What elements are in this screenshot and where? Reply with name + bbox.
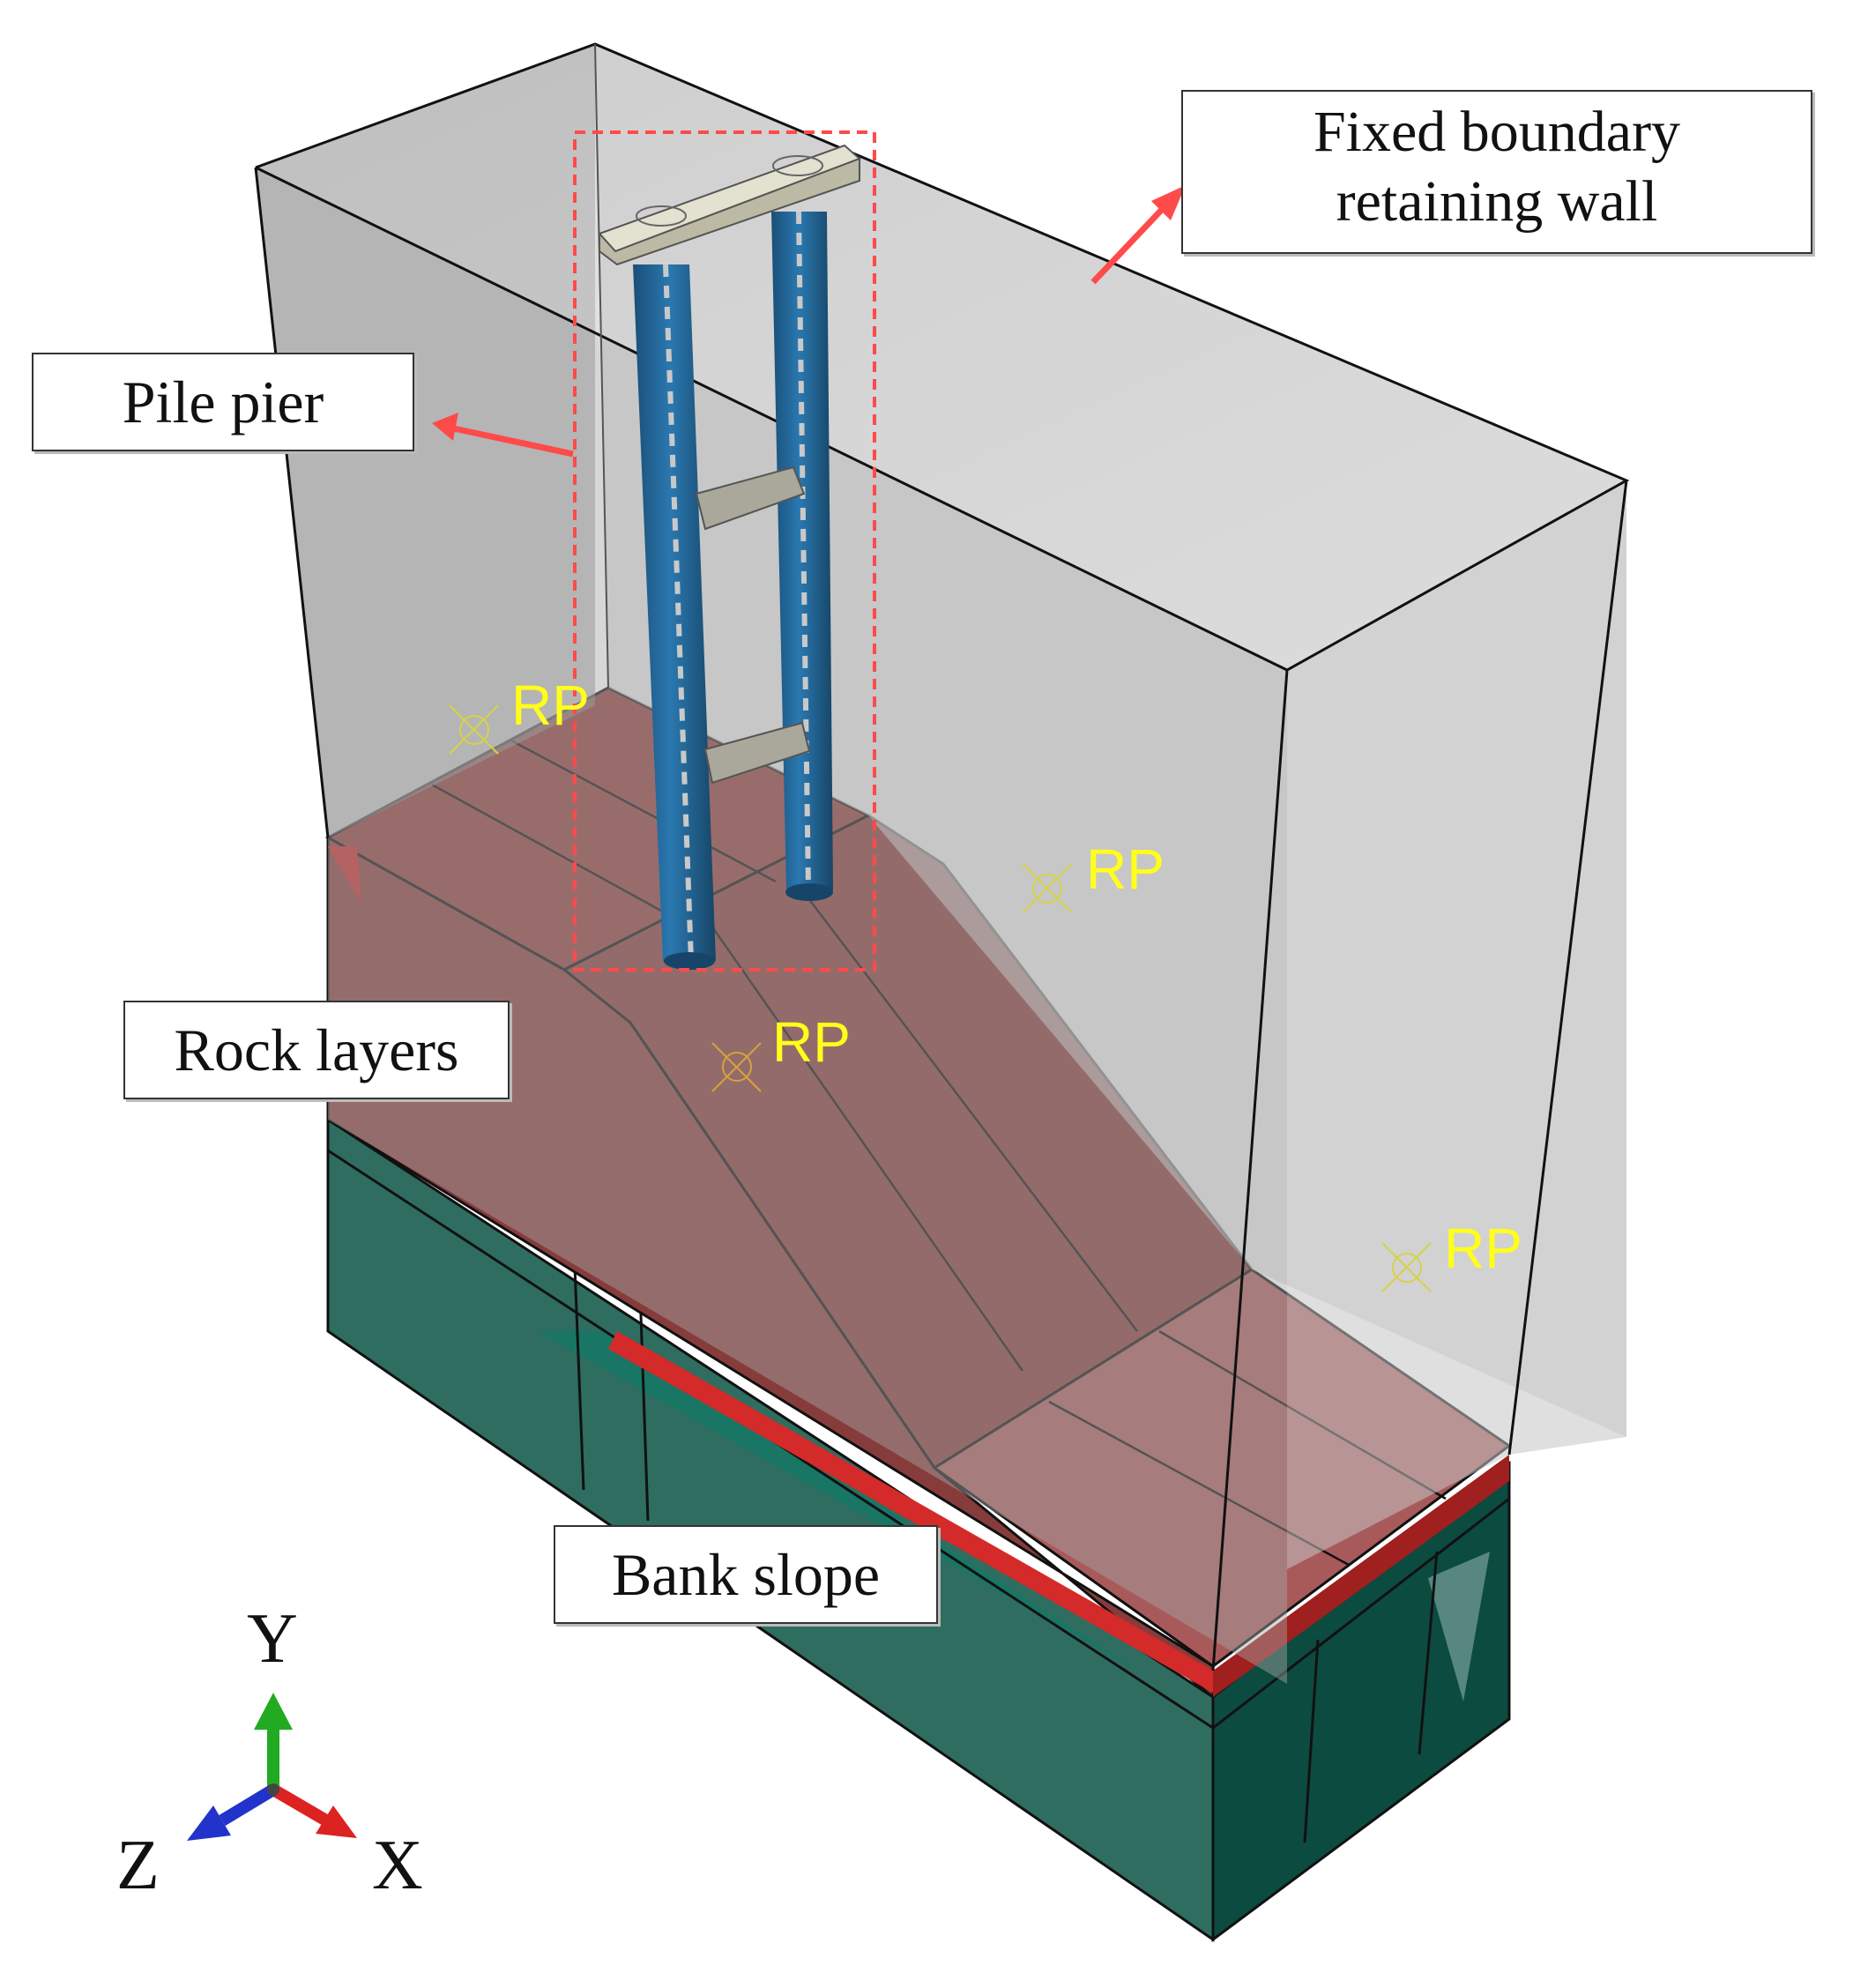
bank-slope-inner-triangle bbox=[538, 1331, 1146, 1675]
axis-x-line bbox=[270, 1783, 330, 1827]
cap-beam-hole-right bbox=[772, 155, 823, 176]
rock-layer-split-4 bbox=[788, 872, 1138, 1332]
right-pile-rebar bbox=[796, 211, 811, 891]
arrow-fixed-boundary bbox=[1090, 196, 1175, 285]
rock-layer-corner-wedge bbox=[328, 846, 361, 904]
fixed-boundary-line2: retaining wall bbox=[1336, 169, 1658, 235]
bank-slope-edge-2 bbox=[1212, 1497, 1510, 1730]
rock-layer-red-strip bbox=[608, 1331, 1213, 1693]
retaining-wall-box bbox=[254, 42, 1630, 1684]
bank-slope-label: Bank slope bbox=[611, 1541, 881, 1608]
fixed-boundary-callout: Fixed boundary retaining wall bbox=[1181, 90, 1812, 254]
rp-label: RP bbox=[772, 1010, 851, 1074]
reference-point-1: RP bbox=[449, 674, 590, 755]
tie-beam-lower bbox=[703, 721, 811, 785]
rock-layer-split-2 bbox=[510, 739, 777, 883]
bank-slope-vert-3 bbox=[1303, 1639, 1320, 1843]
pile-pier-label: Pile pier bbox=[122, 369, 324, 436]
arrow-fixed-boundary-head bbox=[1151, 185, 1186, 220]
reference-point-4: RP bbox=[1381, 1217, 1522, 1292]
cap-beam-front bbox=[599, 157, 860, 266]
reference-point-2: RP bbox=[1022, 838, 1165, 913]
bank-slope-vert-4 bbox=[1418, 1551, 1439, 1755]
rp-label: RP bbox=[1444, 1217, 1522, 1280]
axis-y-arrowhead bbox=[254, 1693, 293, 1730]
axis-z-arrowhead bbox=[187, 1806, 231, 1841]
axis-z-line bbox=[219, 1784, 277, 1826]
axis-x-label: X bbox=[372, 1827, 423, 1904]
wall-edge-front bbox=[1211, 669, 1289, 1672]
left-pile-rebar bbox=[663, 264, 694, 962]
axis-triad: Y Z X bbox=[116, 1600, 423, 1904]
callout-arrows bbox=[432, 185, 1186, 458]
bank-slope-inner-shard bbox=[1428, 1552, 1490, 1701]
wall-edge-left bbox=[254, 167, 330, 838]
axis-origin bbox=[267, 1783, 279, 1796]
rock-layer-split-1 bbox=[431, 783, 697, 932]
cap-beam-hole-left bbox=[636, 205, 687, 227]
wall-right-face bbox=[1287, 480, 1626, 1569]
pile-pier-highlight-box bbox=[573, 130, 876, 972]
arrow-pile-pier bbox=[449, 424, 574, 458]
axis-y-label: Y bbox=[247, 1600, 298, 1678]
reference-point-3: RP bbox=[711, 1010, 851, 1092]
pile-pier-callout: Pile pier bbox=[32, 353, 414, 451]
axis-x-arrowhead bbox=[316, 1806, 357, 1838]
axis-z-label: Z bbox=[116, 1827, 160, 1904]
left-pile-foot bbox=[664, 952, 715, 970]
rock-layer-split-3 bbox=[703, 916, 1024, 1372]
rp-label: RP bbox=[511, 674, 590, 737]
wall-edge-back bbox=[594, 43, 609, 689]
rock-layer-red-strip-right bbox=[1213, 1455, 1509, 1697]
rock-layer-front-face bbox=[326, 835, 1215, 1701]
wall-edge-right bbox=[1507, 480, 1628, 1456]
arrow-pile-pier-head bbox=[432, 413, 458, 441]
bank-slope-callout: Bank slope bbox=[554, 1525, 938, 1624]
rock-layers-callout: Rock layers bbox=[123, 1001, 510, 1099]
wall-front-face bbox=[256, 168, 1287, 1684]
left-pile bbox=[633, 264, 716, 961]
tie-beam-upper bbox=[695, 465, 806, 531]
rock-layers-label: Rock layers bbox=[174, 1016, 459, 1083]
rp-label: RP bbox=[1086, 838, 1165, 901]
right-pile-foot bbox=[785, 883, 833, 901]
pile-pier bbox=[598, 144, 861, 970]
fixed-boundary-line1: Fixed boundary bbox=[1313, 100, 1681, 164]
